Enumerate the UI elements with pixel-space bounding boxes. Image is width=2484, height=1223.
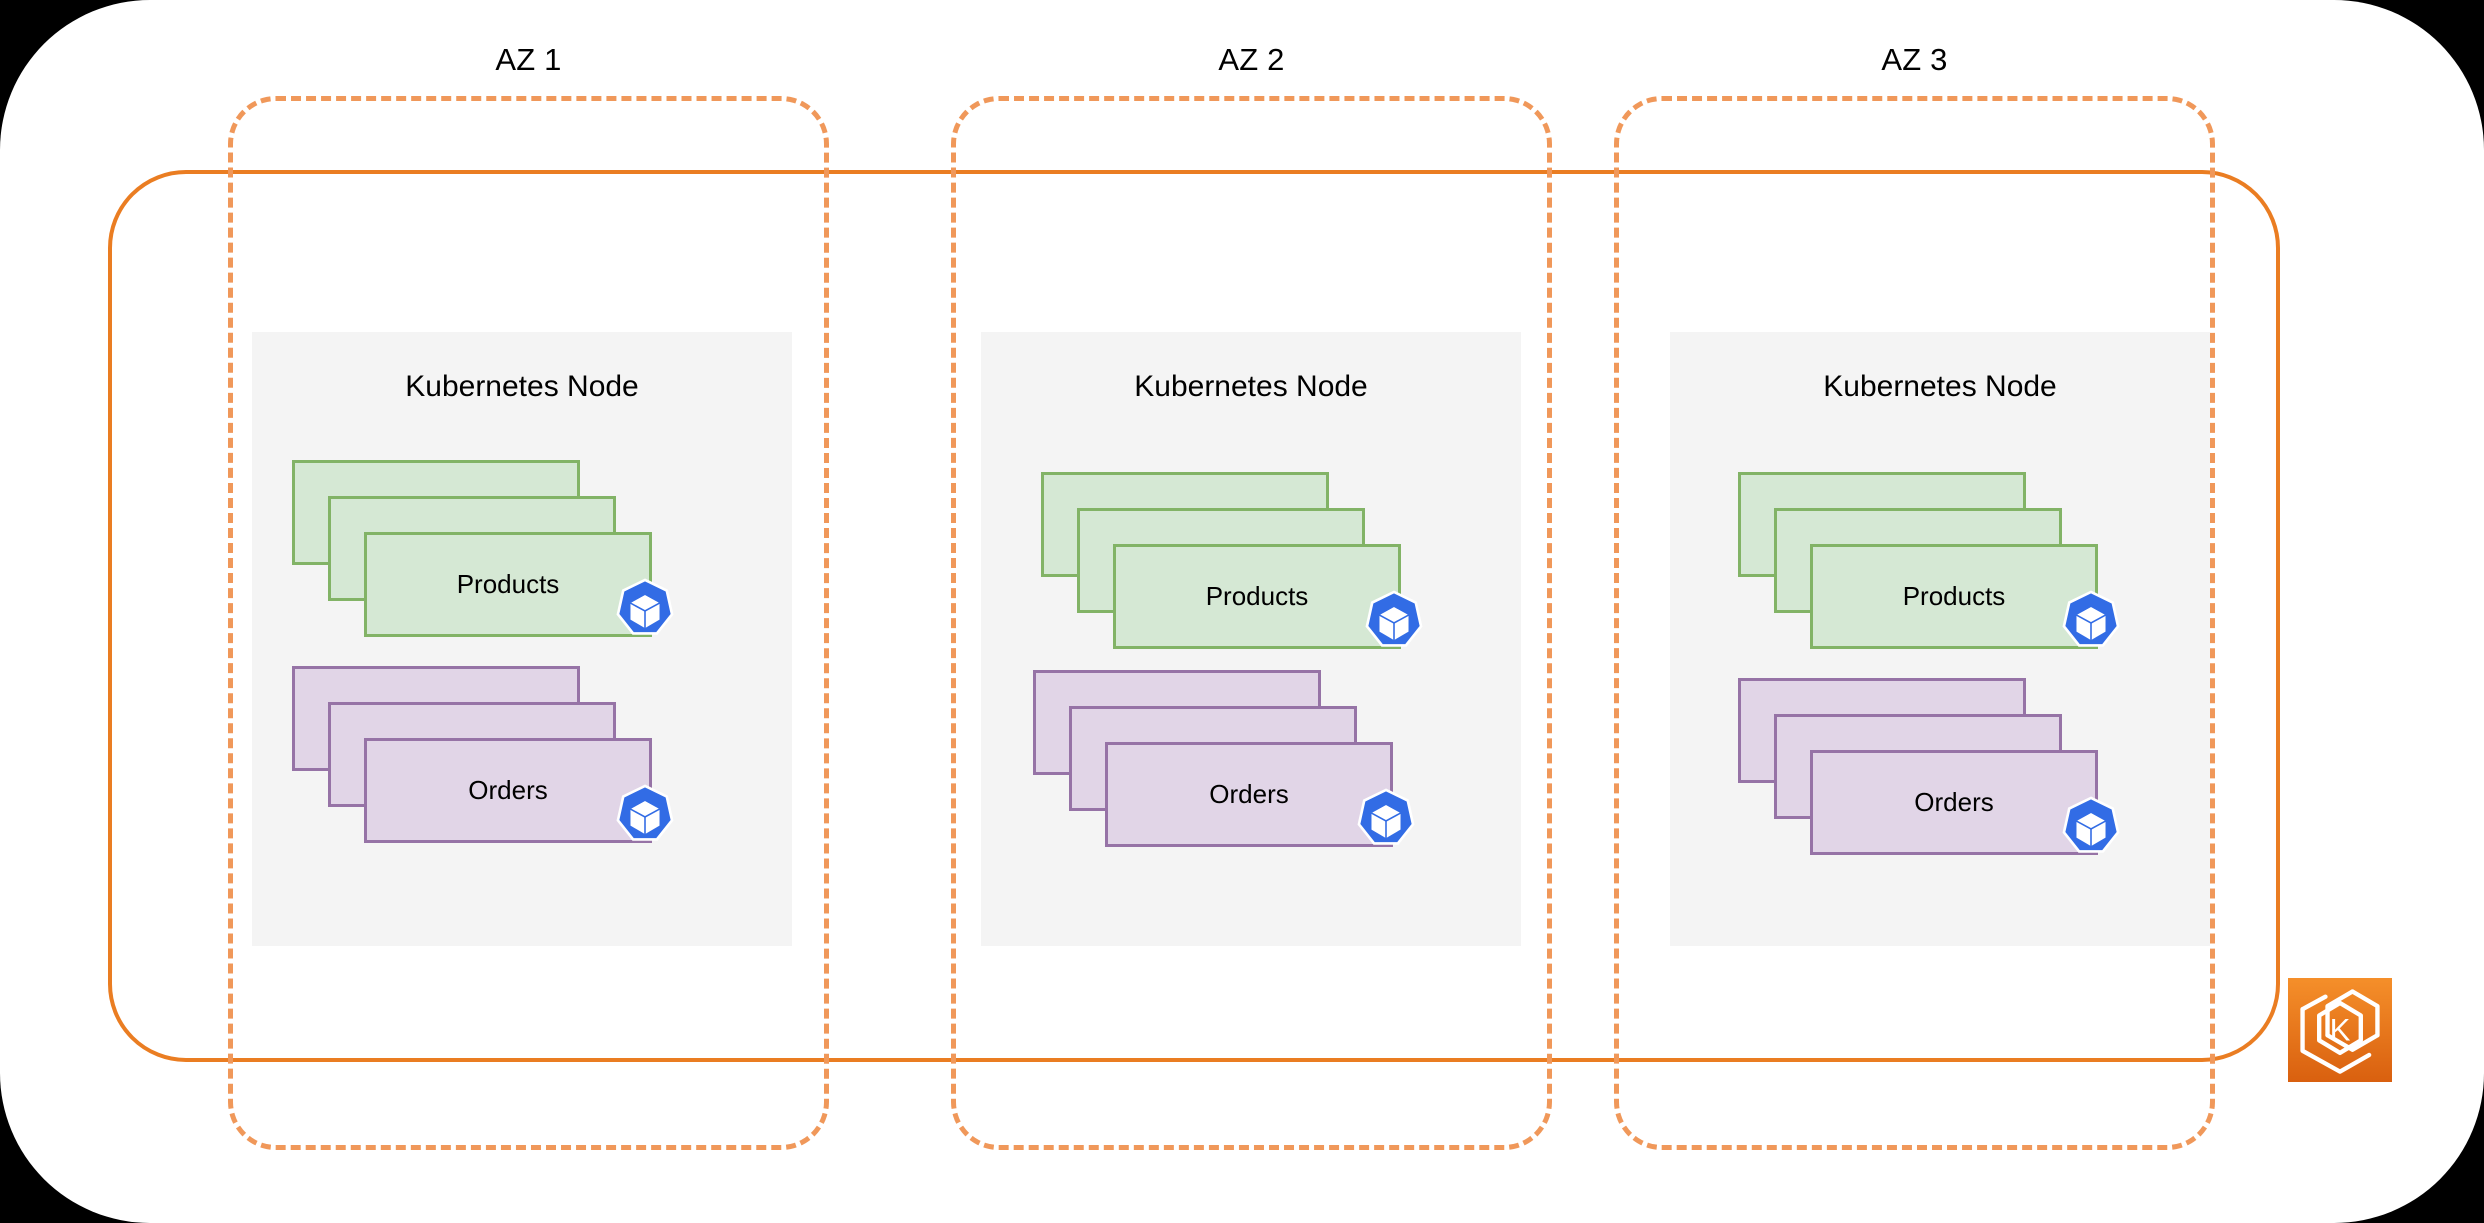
node-title-az3: Kubernetes Node: [1823, 370, 2057, 403]
node-title-az2: Kubernetes Node: [1134, 370, 1368, 403]
svg-text:K: K: [2330, 1012, 2351, 1047]
node-title-az1: Kubernetes Node: [405, 370, 639, 403]
az-2-dashed-border: [951, 96, 1552, 1150]
pod-label-orders: Orders: [468, 775, 548, 805]
availability-zone-2[interactable]: AZ 2 Kubernetes Node Products: [951, 42, 1552, 1150]
az-2-label: AZ 2: [1218, 42, 1285, 77]
kubernetes-icon: [612, 578, 678, 644]
kubernetes-icon: [2058, 590, 2124, 656]
kubernetes-node-az2[interactable]: Kubernetes Node Products: [981, 332, 1521, 946]
pod-stack-orders-az2[interactable]: Orders: [1033, 670, 1415, 850]
kubernetes-icon: [1353, 788, 1419, 854]
aws-eks-logo[interactable]: K: [2288, 978, 2392, 1082]
az-3-dashed-border: [1614, 96, 2215, 1150]
pod-label-products: Products: [1902, 581, 2006, 611]
kubernetes-node-az3[interactable]: Kubernetes Node Products: [1670, 332, 2210, 946]
pod-stack-products-az3[interactable]: Products: [1738, 472, 2120, 652]
az-1-dashed-border: [228, 96, 829, 1150]
pod-label-orders: Orders: [1914, 787, 1994, 817]
az-1-label: AZ 1: [495, 42, 562, 77]
pod-stack-products-az1[interactable]: Products: [292, 460, 674, 640]
az-3-label: AZ 3: [1881, 42, 1948, 77]
kubernetes-icon: [2058, 796, 2124, 862]
pod-replica-front-card[interactable]: Products: [364, 532, 652, 637]
availability-zone-3[interactable]: AZ 3 Kubernetes Node Products: [1614, 42, 2215, 1150]
pod-label-orders: Orders: [1209, 779, 1289, 809]
pod-stack-products-az2[interactable]: Products: [1041, 472, 1423, 652]
pod-replica-front-card[interactable]: Orders: [1810, 750, 2098, 855]
pod-replica-front-card[interactable]: Orders: [1105, 742, 1393, 847]
kubernetes-icon: [1361, 590, 1427, 656]
pod-stack-orders-az3[interactable]: Orders: [1738, 678, 2120, 858]
availability-zone-1[interactable]: AZ 1 Kubernetes Node Products: [228, 42, 829, 1150]
pod-stack-orders-az1[interactable]: Orders: [292, 666, 674, 846]
pod-label-products: Products: [456, 569, 560, 599]
kubernetes-icon: [612, 784, 678, 850]
kubernetes-node-az1[interactable]: Kubernetes Node Products: [252, 332, 792, 946]
pod-replica-front-card[interactable]: Orders: [364, 738, 652, 843]
pod-label-products: Products: [1205, 581, 1309, 611]
pod-replica-front-card[interactable]: Products: [1113, 544, 1401, 649]
pod-replica-front-card[interactable]: Products: [1810, 544, 2098, 649]
